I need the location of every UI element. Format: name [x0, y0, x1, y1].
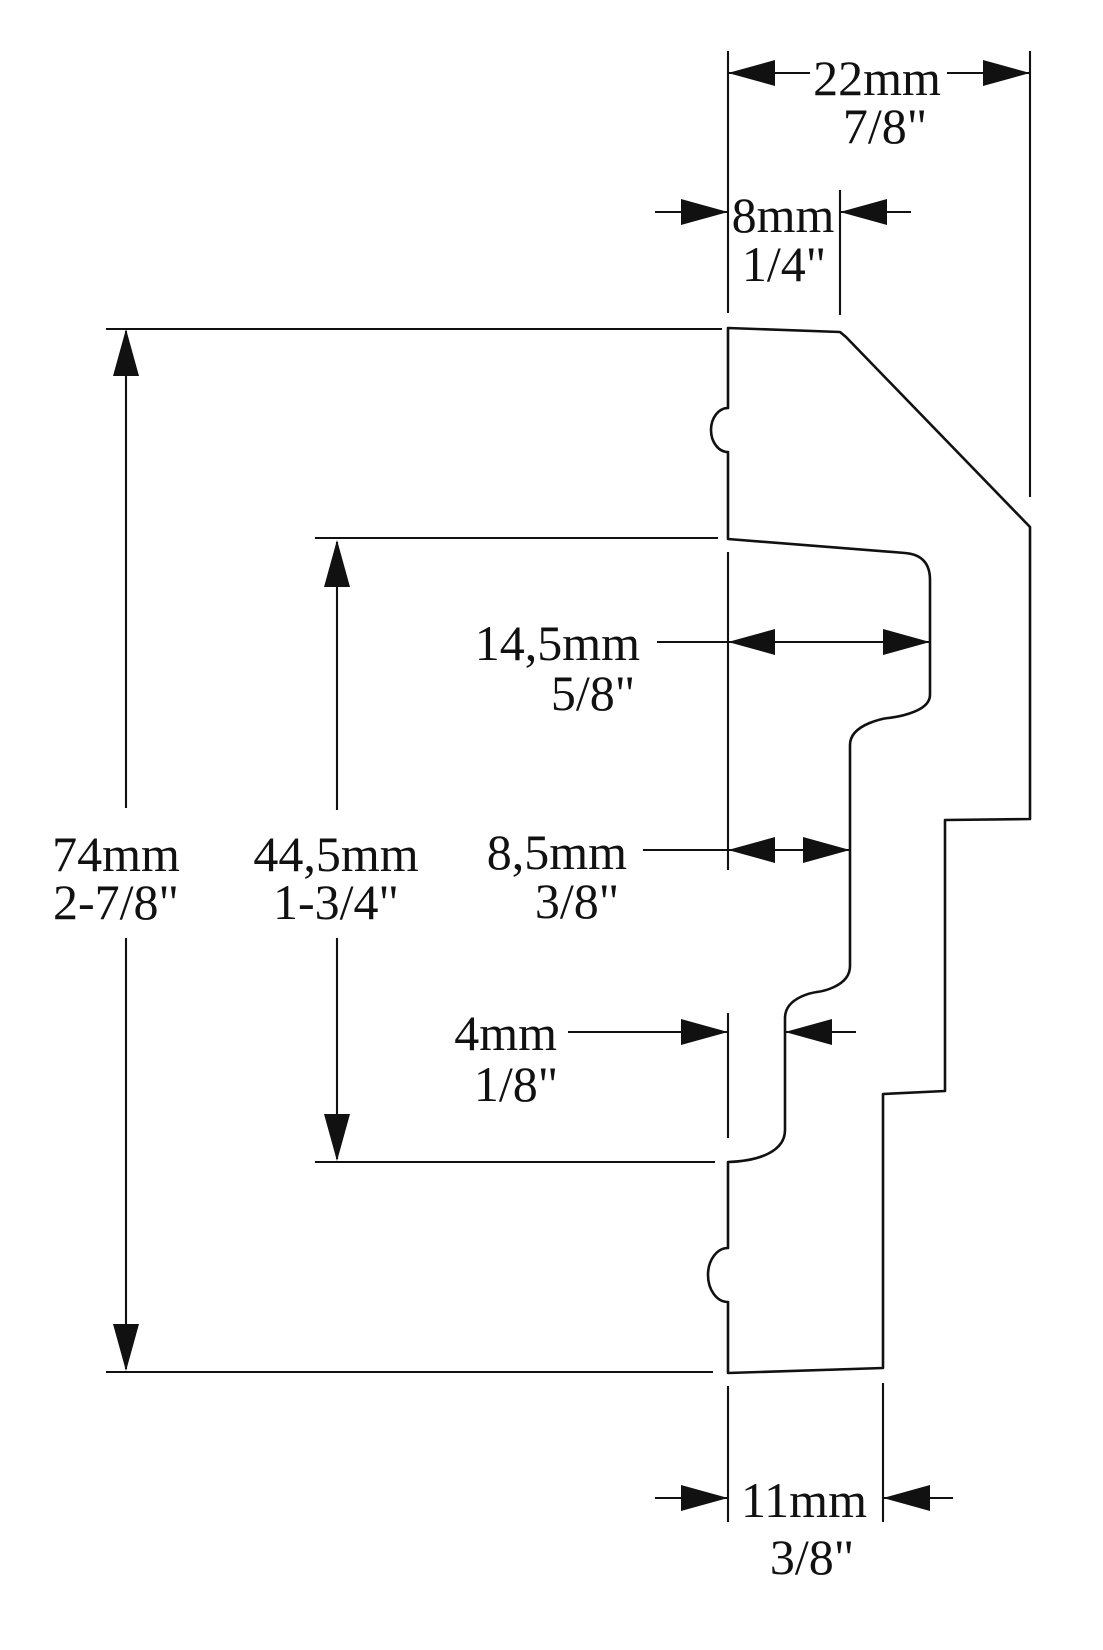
dimension-22mm: 22mm 7/8" [728, 50, 1030, 154]
arrowhead-down-icon [113, 1324, 139, 1371]
dim-11-metric-label: 11mm [741, 1472, 867, 1528]
dimension-14-5mm: 14,5mm 5/8" [475, 615, 930, 721]
arrowhead-up-icon [324, 540, 350, 587]
arrowhead-left-icon [840, 199, 887, 225]
arrowhead-right-icon [681, 199, 728, 225]
arrowhead-right-icon [883, 629, 930, 655]
arrowhead-right-icon [803, 837, 850, 863]
dim-145-metric-label: 14,5mm [475, 615, 640, 671]
dim-4-imperial-label: 1/8" [474, 1056, 558, 1112]
dim-22-metric-label: 22mm [813, 50, 941, 106]
extension-lines [106, 51, 1032, 1522]
arrowhead-left-icon [728, 60, 775, 86]
arrowhead-down-icon [324, 1114, 350, 1161]
dim-445-imperial-label: 1-3/4" [273, 874, 399, 930]
dim-74-imperial-label: 2-7/8" [53, 874, 179, 930]
dim-445-metric-label: 44,5mm [253, 826, 418, 882]
dimension-44-5mm: 44,5mm 1-3/4" [253, 540, 419, 1161]
profile-outline [706, 326, 1032, 1375]
dimension-8mm: 8mm 1/4" [655, 187, 911, 292]
arrowhead-left-icon [883, 1485, 930, 1511]
dim-4-metric-label: 4mm [454, 1005, 557, 1061]
arrowhead-right-icon [983, 60, 1030, 86]
dimension-8-5mm: 8,5mm 3/8" [487, 824, 850, 929]
dimension-74mm: 74mm 2-7/8" [52, 329, 180, 1371]
dim-85-imperial-label: 3/8" [535, 873, 619, 929]
arrowhead-left-icon [785, 1019, 832, 1045]
dimension-11mm: 11mm 3/8" [655, 1472, 953, 1585]
dimension-4mm: 4mm 1/8" [454, 1005, 856, 1112]
arrowhead-right-icon [681, 1485, 728, 1511]
dim-85-metric-label: 8,5mm [487, 824, 627, 880]
dim-22-imperial-label: 7/8" [843, 98, 927, 154]
dim-74-metric-label: 74mm [52, 826, 180, 882]
dim-8-metric-label: 8mm [732, 187, 835, 243]
dim-11-imperial-label: 3/8" [770, 1529, 854, 1585]
dim-8-imperial-label: 1/4" [742, 236, 826, 292]
arrowhead-left-icon [728, 629, 775, 655]
dim-145-imperial-label: 5/8" [551, 665, 635, 721]
arrowhead-left-icon [728, 837, 775, 863]
arrowhead-up-icon [113, 329, 139, 376]
arrowhead-right-icon [681, 1019, 728, 1045]
